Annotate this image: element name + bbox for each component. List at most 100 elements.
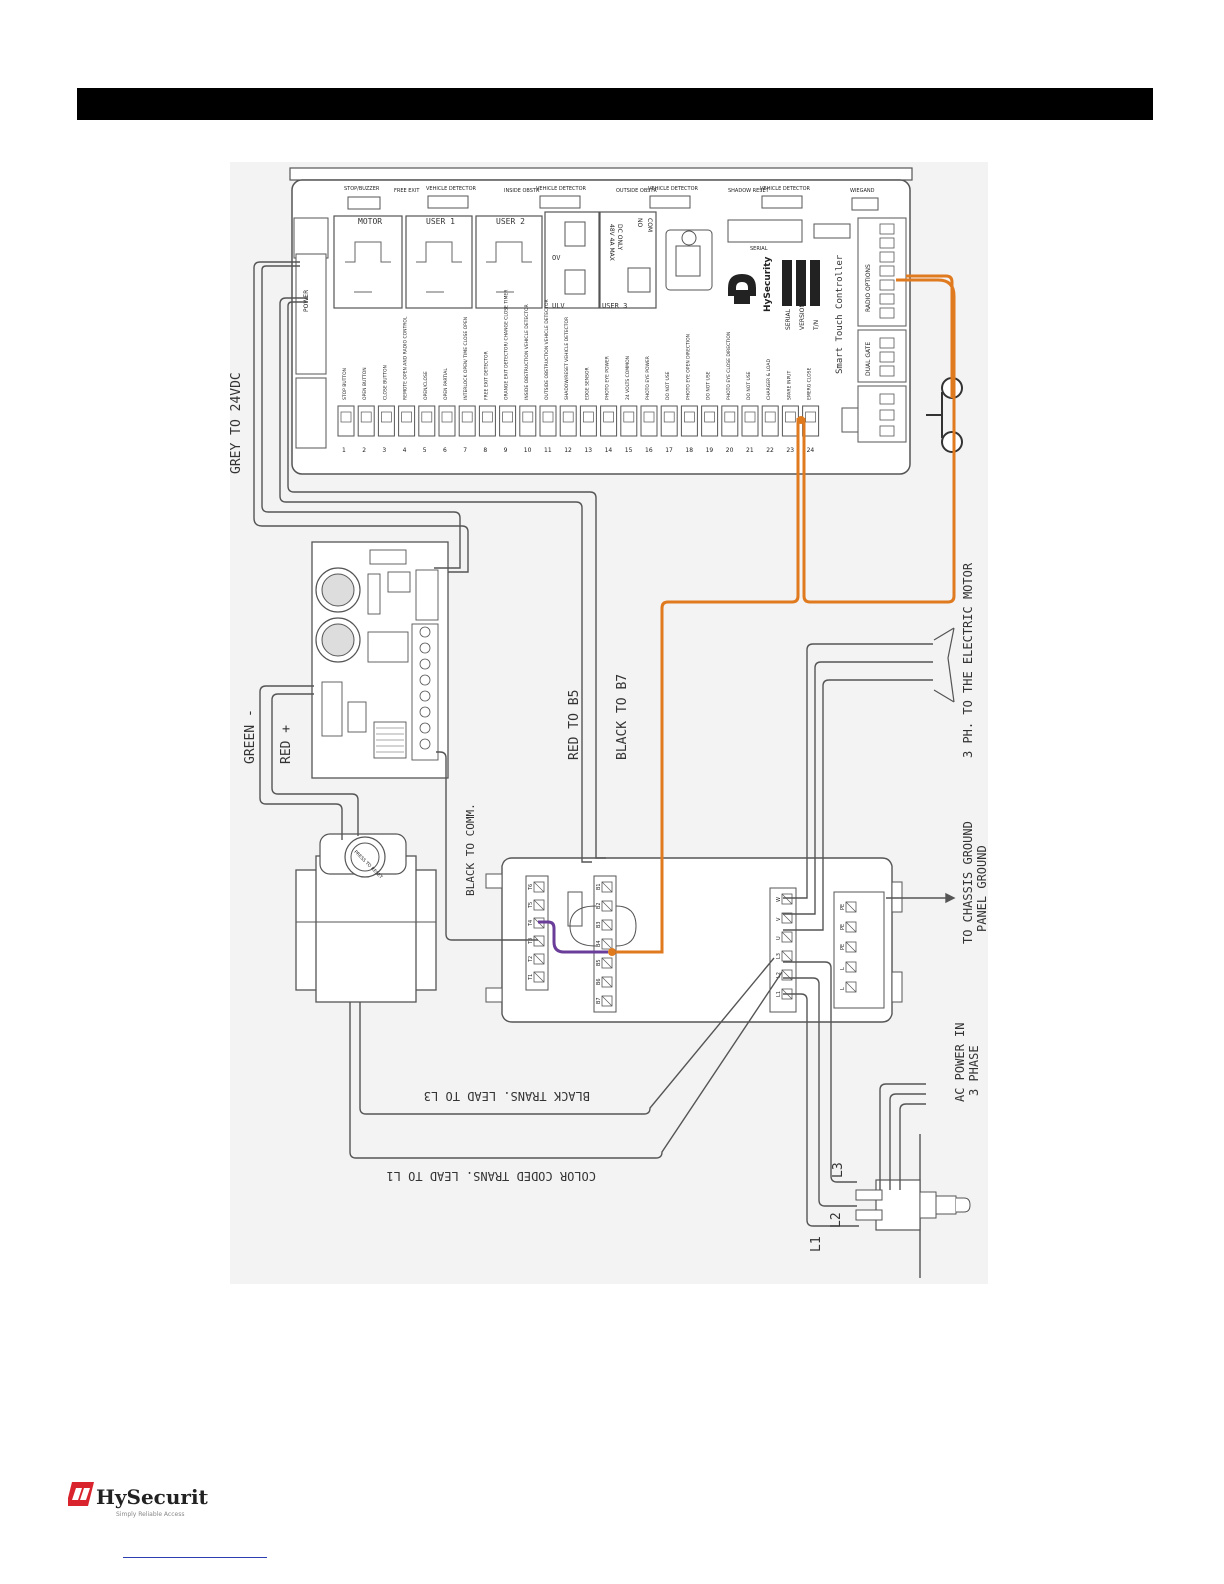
- vfd-terminal-t6: T6: [528, 881, 545, 893]
- serial-number-label: SERIAL: [785, 308, 792, 330]
- terminal-number: 14: [605, 447, 613, 454]
- vfd-terminal-b5: B5: [596, 957, 613, 969]
- terminal-9: 9: [499, 405, 517, 454]
- terminal-7: 7: [458, 405, 476, 454]
- label-black-trans-l3: BLACK TRANS. LEAD TO L3: [424, 1089, 590, 1103]
- vfd-terminal-label: W: [776, 897, 782, 902]
- terminal-number: 1: [342, 447, 346, 454]
- terminal-16: 16: [640, 405, 658, 454]
- terminal-function-label: PHOTO EYE CLOSE DIRECTION: [726, 332, 732, 400]
- terminal-function-label: PHOTO EYE OPEN DIRECTION: [685, 334, 691, 400]
- user3-label: USER 3: [602, 302, 627, 310]
- terminal-function-label: 24 VOLTS COMMON: [625, 356, 631, 400]
- terminal-number: 10: [524, 447, 532, 454]
- power-label: POWER: [303, 290, 310, 312]
- terminal-number: 16: [645, 447, 653, 454]
- terminal-2: 2: [357, 405, 375, 454]
- vfd-terminal-w: W: [776, 893, 793, 905]
- hdr-stop-buzzer: STOP/BUZZER: [344, 186, 380, 192]
- hysecurity-logo: HySecurity Simply Reliable Access: [66, 1476, 221, 1526]
- vfd-terminal-label: U: [776, 936, 782, 940]
- footer-link-underline[interactable]: [123, 1557, 267, 1558]
- vfd-terminal-label: T4: [528, 920, 534, 927]
- label-red-plus: RED +: [279, 725, 294, 764]
- terminal-19: 19: [701, 405, 719, 454]
- radio-options-label: RADIO OPTIONS: [865, 264, 872, 312]
- terminal-20: 20: [721, 405, 739, 454]
- orange-wire-terminal-23: [797, 416, 805, 424]
- terminal-number: 20: [726, 447, 734, 454]
- vfd-terminal-b4: B4: [596, 938, 613, 950]
- terminal-18: 18: [680, 405, 698, 454]
- vfd-terminal-pe: PE: [840, 921, 857, 933]
- label-black-b7: BLACK TO B7: [615, 674, 630, 760]
- hdr-inside-obstr: INSIDE OBSTR: [504, 188, 540, 194]
- hdr-outside-obstr: OUTSIDE OBSTR: [616, 188, 657, 194]
- hdr-shadow-reset: SHADOW RESET: [728, 188, 770, 194]
- terminal-4: 4: [398, 405, 416, 454]
- terminal-24: 24: [802, 405, 820, 454]
- terminal-function-label: CHARGER & LOAD: [766, 359, 772, 400]
- terminal-function-label: INTERLOCK OPEN/ TIME CLOSE OPEN: [463, 317, 469, 400]
- terminal-number: 3: [382, 447, 386, 454]
- terminal-1: 1: [337, 405, 355, 454]
- label-3ph-motor: 3 PH. TO THE ELECTRIC MOTOR: [961, 562, 975, 758]
- vfd-terminal-label: T5: [528, 902, 534, 909]
- tn-label: T/N: [813, 320, 820, 331]
- terminal-number: 13: [584, 447, 592, 454]
- terminal-3: 3: [377, 405, 395, 454]
- terminal-17: 17: [660, 405, 678, 454]
- com-label: COM: [646, 218, 653, 232]
- terminal-function-label: STOP BUTTON: [342, 368, 348, 400]
- terminal-number: 12: [564, 447, 572, 454]
- vfd-terminal-l: L: [840, 981, 857, 993]
- hdr-wiegand: WIEGAND: [850, 188, 875, 194]
- terminal-function-label: EDGE SENSOR: [584, 367, 590, 400]
- vfd-terminal-t3: T3: [528, 935, 545, 947]
- vfd-terminal-t5: T5: [528, 899, 545, 911]
- terminal-6: 6: [438, 405, 456, 454]
- terminal-function-label: ORANGE EXIT DETECTOR/ CHANGE CLOSE TIMER: [504, 290, 510, 400]
- section-header-bar: [77, 88, 1153, 120]
- vfd-terminal-t1: T1: [528, 971, 545, 983]
- terminal-5: 5: [418, 405, 436, 454]
- vfd-terminal-label: B1: [596, 883, 602, 890]
- hdr-vehicle-detector-1: VEHICLE DETECTOR: [426, 186, 477, 192]
- terminal-function-label: OPEN PARTIAL: [443, 368, 449, 400]
- vfd-terminal-label: L: [840, 987, 846, 990]
- wiring-diagram: STOP/BUZZER FREE EXIT VEHICLE DETECTOR I…: [230, 162, 988, 1284]
- terminal-13: 13: [579, 405, 597, 454]
- label-grey-24vdc: GREY TO 24VDC: [230, 372, 244, 474]
- terminal-function-label: OPEN BUTTON: [362, 367, 368, 400]
- label-black-comm: BLACK TO COMM.: [464, 803, 477, 896]
- vfd-terminal-t2: T2: [528, 953, 545, 965]
- push-button-switch: [926, 377, 963, 453]
- vfd-terminal-label: PE: [840, 924, 846, 930]
- dual-gate-label: DUAL GATE: [865, 342, 872, 376]
- terminal-number: 6: [443, 447, 447, 454]
- terminal-number: 19: [706, 447, 714, 454]
- terminal-function-label: DO NOT USE: [665, 371, 671, 400]
- hdr-vehicle-detector-3: VEHICLE DETECTOR: [648, 186, 699, 192]
- terminal-number: 23: [786, 447, 794, 454]
- version-label: VERSION: [799, 303, 806, 330]
- terminal-8: 8: [478, 405, 496, 454]
- label-ac-power-2: 3 PHASE: [967, 1045, 981, 1096]
- ov-label: OV: [552, 254, 561, 262]
- orange-wire-terminal-b5: [608, 948, 616, 956]
- vfd-terminal-label: L: [840, 967, 846, 970]
- terminal-function-label: PHOTO EYE POWER: [605, 356, 611, 400]
- label-color-trans-l1: COLOR CODED TRANS. LEAD TO L1: [386, 1169, 596, 1183]
- terminal-function-label: EMERG CLOSE: [807, 367, 813, 400]
- terminal-function-label: CLOSE BUTTON: [382, 365, 388, 400]
- vfd-terminal-label: L1: [776, 991, 782, 997]
- vfd-terminal-label: PE: [840, 904, 846, 910]
- ulv-label: ULV: [552, 302, 565, 310]
- power-supply-module: [311, 541, 449, 779]
- no-label: NO: [636, 218, 643, 227]
- terminal-number: 18: [685, 447, 693, 454]
- terminal-number: 5: [423, 447, 427, 454]
- label-l1: L1: [809, 1236, 824, 1252]
- vfd-terminal-label: B6: [596, 978, 602, 985]
